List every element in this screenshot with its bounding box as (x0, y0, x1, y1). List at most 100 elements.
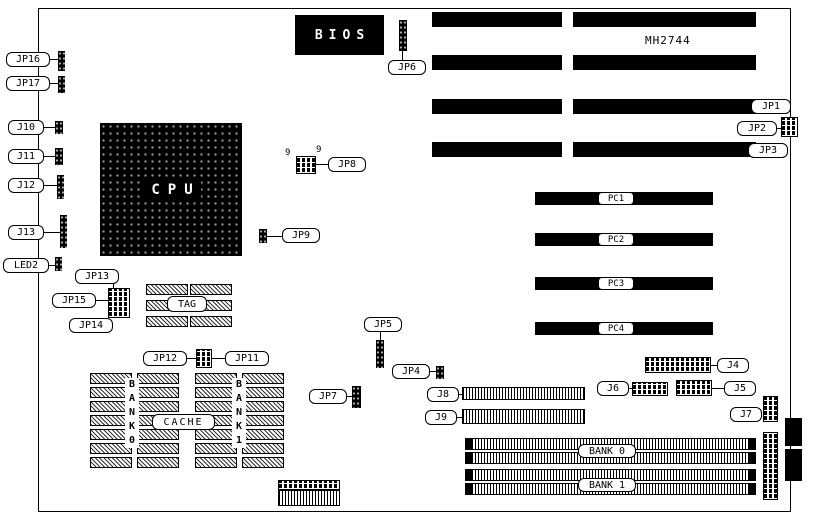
connector-j8 (462, 387, 585, 400)
wire (777, 128, 781, 129)
connector-jp17 (58, 76, 65, 93)
isa-slot (432, 55, 562, 70)
label-jp7: JP7 (309, 389, 347, 404)
label-tag: TAG (167, 296, 207, 312)
pin-header-column (763, 432, 778, 500)
external-port (785, 418, 802, 446)
label-jp16: JP16 (6, 52, 50, 67)
label-j5: J5 (724, 381, 756, 396)
connector-jp8 (296, 156, 316, 174)
board-model: MH2744 (645, 34, 691, 47)
cache-chip (242, 443, 284, 454)
connector-jp16 (58, 51, 65, 71)
wire (50, 59, 58, 60)
connector-j6 (632, 382, 668, 396)
cache-chip (137, 429, 179, 440)
tag-chip (190, 316, 232, 327)
label-j11: J11 (8, 149, 44, 164)
wire (187, 358, 196, 359)
isa-slot (432, 142, 562, 157)
label-cache-bank0: B A N K 0 (125, 378, 139, 448)
label-j6: J6 (597, 381, 629, 396)
label-cache: CACHE (152, 414, 215, 430)
label-jp2: JP2 (737, 121, 777, 136)
label-bank0: BANK 0 (578, 444, 636, 458)
wire (459, 394, 462, 395)
isa-slot (573, 142, 756, 157)
label-j4: J4 (717, 358, 749, 373)
wire (49, 265, 55, 266)
label-led2: LED2 (3, 258, 49, 273)
connector-jp4 (436, 366, 444, 379)
label-pc3: PC3 (598, 277, 634, 290)
cache-chip (242, 429, 284, 440)
bottom-connector-pins (278, 480, 340, 490)
cache-chip (242, 387, 284, 398)
connector-jp7 (352, 386, 361, 408)
connector-j11 (55, 148, 63, 165)
cache-chip (90, 457, 132, 468)
connector-j4 (645, 357, 711, 373)
label-jp11: JP11 (225, 351, 269, 366)
label-jp9: JP9 (282, 228, 320, 243)
label-pc2: PC2 (598, 233, 634, 246)
wire (402, 51, 403, 60)
label-jp4: JP4 (392, 364, 430, 379)
cache-chip (90, 443, 132, 454)
pin9-marker: 9 (316, 145, 322, 155)
connector-led2 (55, 257, 62, 271)
bottom-connector-body (278, 490, 340, 506)
label-j8: J8 (427, 387, 459, 402)
connector-j12 (57, 175, 64, 199)
connector-jp5 (376, 340, 384, 368)
cache-chip (242, 401, 284, 412)
wire (380, 332, 381, 340)
cache-chip (242, 373, 284, 384)
tag-chip (190, 284, 232, 295)
label-jp8: JP8 (328, 157, 366, 172)
wire (113, 284, 114, 288)
cache-chip (137, 457, 179, 468)
wire (44, 185, 57, 186)
isa-slot (432, 12, 562, 27)
cpu-label: CPU (141, 178, 201, 201)
label-j9: J9 (425, 410, 457, 425)
label-jp17: JP17 (6, 76, 50, 91)
cache-chip (137, 387, 179, 398)
label-j10: J10 (8, 120, 44, 135)
label-jp15: JP15 (52, 293, 96, 308)
connector-j7 (763, 396, 778, 422)
bios-label: BIOS (314, 27, 371, 43)
cpu-chip: CPU (100, 123, 242, 256)
wire (712, 388, 724, 389)
wire (316, 164, 328, 165)
wire (457, 417, 462, 418)
label-j13: J13 (8, 225, 44, 240)
wire (347, 396, 352, 397)
cache-chip (242, 415, 284, 426)
tag-chip (146, 284, 188, 295)
label-jp12: JP12 (143, 351, 187, 366)
label-pc4: PC4 (598, 322, 634, 335)
label-jp6: JP6 (388, 60, 426, 75)
connector-jp2 (781, 117, 798, 137)
connector-j10 (55, 121, 63, 134)
cache-chip (195, 387, 237, 398)
isa-slot (573, 99, 756, 114)
external-port (785, 449, 802, 481)
label-jp13: JP13 (75, 269, 119, 284)
label-bank1: BANK 1 (578, 478, 636, 492)
wire (711, 365, 717, 366)
wire (430, 371, 436, 372)
label-j12: J12 (8, 178, 44, 193)
cache-chip (195, 443, 237, 454)
connector-jp6 (399, 20, 407, 51)
connector-j5 (676, 380, 712, 396)
pin9-marker: 9 (285, 148, 291, 158)
jumper-block-jp13-jp14-jp15 (108, 288, 130, 318)
cache-chip (195, 401, 237, 412)
cache-chip (242, 457, 284, 468)
wire (629, 388, 632, 389)
wire (44, 127, 55, 128)
